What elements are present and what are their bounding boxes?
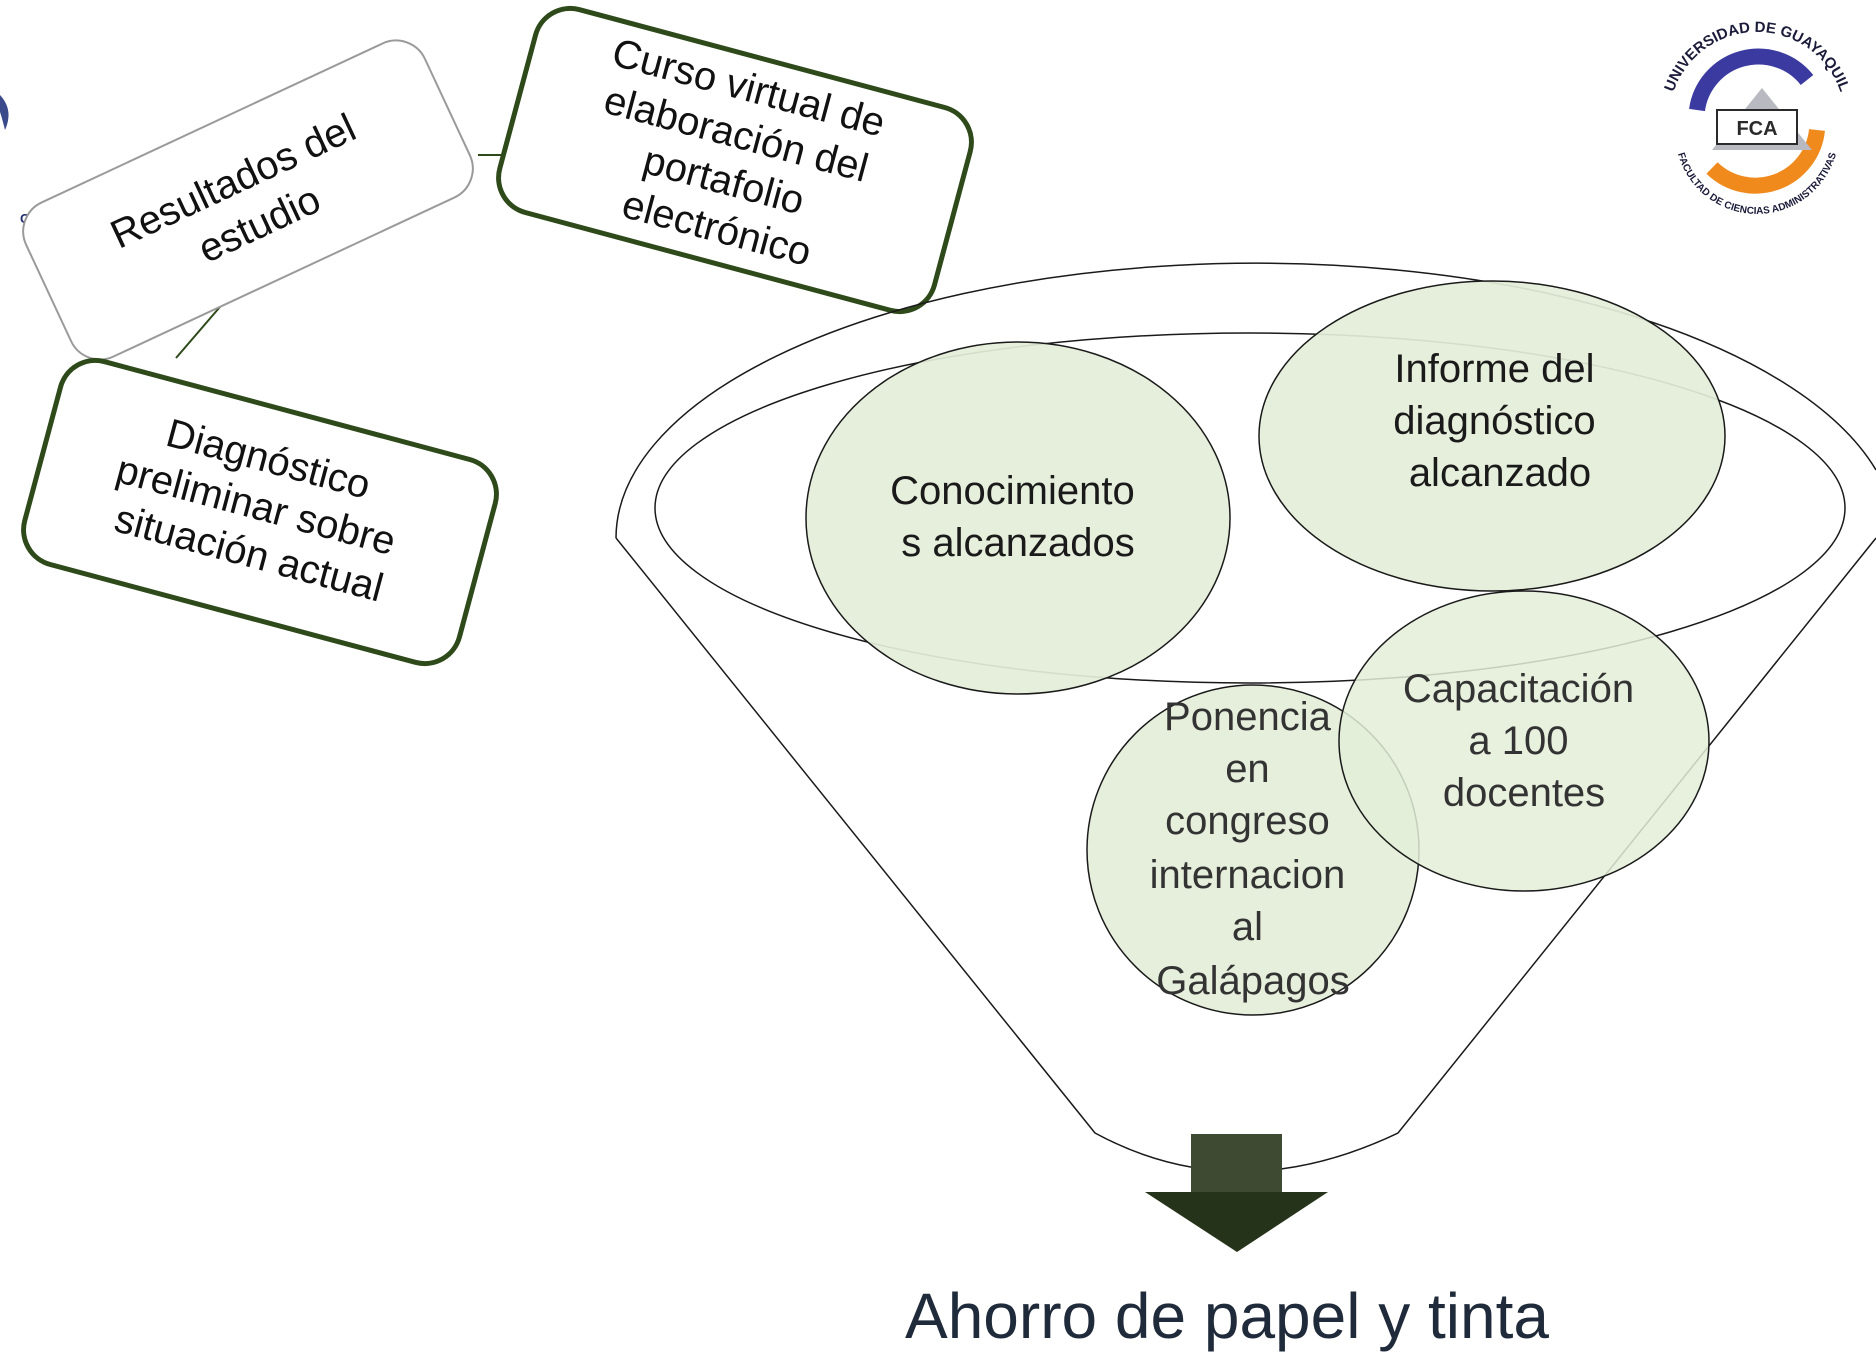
- logo-blue-arc: [1689, 48, 1814, 112]
- box-diagnosis[interactable]: Diagnóstico preliminar sobre situación a…: [15, 352, 504, 671]
- box-results[interactable]: Resultados del estudio: [13, 30, 484, 370]
- circle-training[interactable]: Capacitación a 100 docentes: [1338, 590, 1710, 892]
- circle-knowledge-label: Conocimiento s alcanzados: [890, 469, 1146, 565]
- circle-knowledge-shape: [805, 341, 1231, 695]
- circle-report-label: Informe del diagnóstico alcanzado: [1393, 347, 1607, 495]
- circle-training-shape: [1338, 590, 1710, 892]
- box-results-shape: [22, 39, 474, 361]
- arrow-stem: [1191, 1134, 1282, 1194]
- circle-knowledge[interactable]: Conocimiento s alcanzados: [805, 341, 1231, 695]
- circle-training-label: Capacitación a 100 docentes: [1403, 667, 1645, 815]
- box-diagnosis-shape: [21, 357, 499, 667]
- funnel-outer-rim: [615, 262, 1876, 539]
- right-logo: UNIVERSIDAD DE GUAYAQUIL FACULTAD DE CIE…: [1661, 19, 1853, 217]
- box-course-shape: [496, 5, 974, 315]
- logo-center-text: FCA: [1736, 118, 1777, 140]
- logo-orange-arc: [1706, 128, 1825, 194]
- circle-paper[interactable]: Ponencia en congreso internacion al Galá…: [1086, 684, 1420, 1016]
- box-course[interactable]: Curso virtual de elaboración del portafo…: [490, 0, 979, 319]
- down-arrow-icon: [1145, 1134, 1328, 1252]
- result-label: Ahorro de papel y tinta: [905, 1280, 1549, 1352]
- circle-paper-label: Ponencia en congreso internacion al Galá…: [1150, 695, 1357, 1003]
- left-logo-swoosh: [0, 95, 9, 130]
- logo-badge: [1716, 109, 1798, 145]
- circle-report-shape: [1258, 280, 1726, 592]
- funnel-inner-ellipse: [654, 332, 1846, 684]
- circle-report[interactable]: Informe del diagnóstico alcanzado: [1258, 280, 1726, 592]
- arrow-head: [1145, 1192, 1328, 1252]
